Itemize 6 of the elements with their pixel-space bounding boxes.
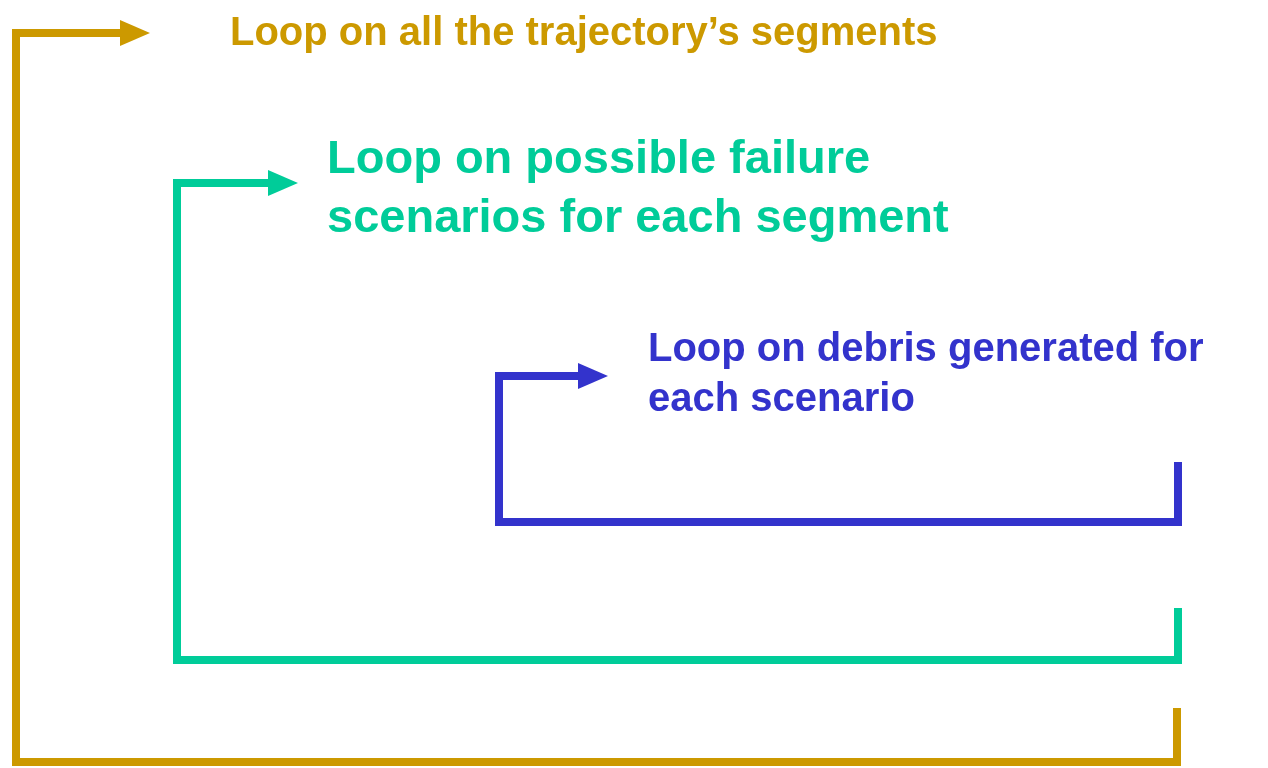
loop-arrow	[173, 170, 1182, 664]
loop-arrow	[495, 363, 1182, 526]
loop-label: Loop on all the trajectory’s segments	[150, 6, 1150, 56]
loop-label: Loop on possible failure scenarios for each segment	[298, 128, 1098, 246]
loop-arrow	[12, 20, 1181, 766]
loop-label: Loop on debris generated for each scenario	[608, 322, 1266, 422]
